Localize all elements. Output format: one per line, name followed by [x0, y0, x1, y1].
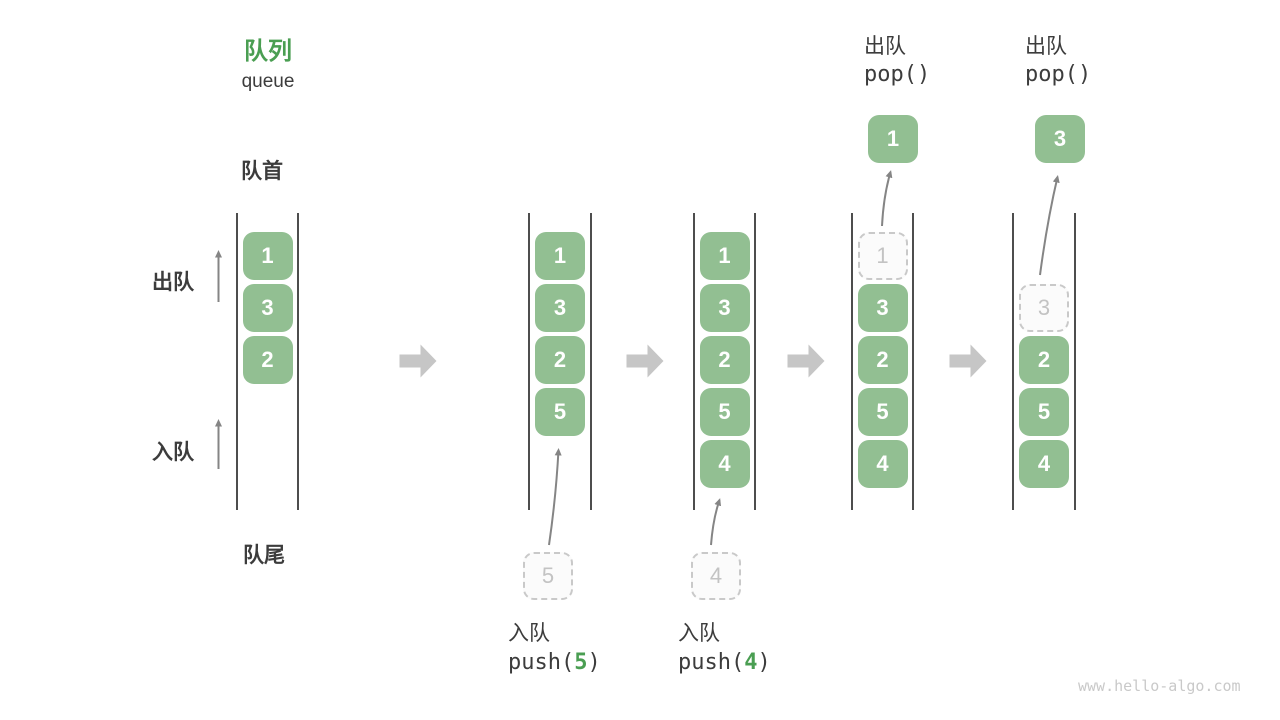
queue-cell: 2 — [699, 336, 750, 384]
label-queue-front: 队首 — [241, 160, 283, 183]
stage-transition-arrow-icon — [787, 344, 825, 378]
queue-cell: 3 — [242, 284, 293, 332]
code-suffix: ) — [587, 650, 601, 675]
queue-wall-left — [528, 213, 531, 510]
pop-3-arrow-icon — [1039, 175, 1060, 276]
queue-cell: 5 — [1019, 388, 1069, 436]
watermark: www.hello-algo.com — [1078, 677, 1241, 695]
op-label-zh: 出队 — [864, 35, 906, 58]
staging-cell: 5 — [523, 552, 573, 600]
op-label-code: pop() — [1025, 62, 1092, 87]
op-label-code: push(4) — [678, 650, 771, 675]
code-arg: 4 — [744, 650, 758, 675]
queue-wall-right — [589, 213, 592, 510]
queue-cell: 4 — [857, 440, 908, 488]
page-subtitle: queue — [241, 71, 295, 92]
label-queue-rear: 队尾 — [243, 544, 285, 567]
code-prefix: push( — [508, 650, 575, 675]
popped-cell: 3 — [1035, 115, 1085, 163]
queue-wall-left — [850, 213, 853, 510]
queue-wall-left — [1012, 213, 1015, 510]
queue-wall-right — [297, 213, 300, 510]
queue-cell: 5 — [699, 388, 750, 436]
stage-transition-arrow-icon — [626, 344, 664, 378]
queue-wall-left — [692, 213, 695, 510]
queue-cell-ghost: 1 — [857, 232, 908, 280]
push-5-arrow-icon — [548, 448, 562, 546]
op-label-code: pop() — [864, 62, 931, 87]
queue-cell: 5 — [535, 388, 585, 436]
queue-wall-left — [235, 213, 238, 510]
queue-cell: 4 — [1019, 440, 1069, 488]
queue-cell: 1 — [535, 232, 585, 280]
queue-wall-right — [754, 213, 757, 510]
op-label-zh: 出队 — [1025, 35, 1067, 58]
queue-wall-right — [912, 213, 915, 510]
label-enqueue: 入队 — [152, 441, 194, 464]
queue-cell: 4 — [699, 440, 750, 488]
queue-cell: 2 — [242, 336, 293, 384]
op-label-zh: 入队 — [508, 622, 550, 645]
queue-cell: 5 — [857, 388, 908, 436]
queue-cell-ghost: 3 — [1019, 284, 1069, 332]
stage-transition-arrow-icon — [399, 344, 437, 378]
popped-cell: 1 — [868, 115, 918, 163]
queue-cell: 2 — [857, 336, 908, 384]
op-label-code: push(5) — [508, 650, 601, 675]
label-dequeue: 出队 — [152, 271, 194, 294]
queue-cell: 3 — [857, 284, 908, 332]
page-title: 队列 — [244, 38, 292, 65]
queue-cell: 3 — [535, 284, 585, 332]
op-label-zh: 入队 — [678, 622, 720, 645]
code-suffix: ) — [757, 650, 771, 675]
queue-cell: 3 — [699, 284, 750, 332]
queue-cell: 2 — [535, 336, 585, 384]
push-4-arrow-icon — [710, 498, 722, 546]
queue-cell: 2 — [1019, 336, 1069, 384]
code-prefix: push( — [678, 650, 745, 675]
staging-cell: 4 — [691, 552, 741, 600]
stage-transition-arrow-icon — [949, 344, 987, 378]
code-arg: 5 — [574, 650, 588, 675]
pop-1-arrow-icon — [881, 170, 893, 227]
queue-cell: 1 — [242, 232, 293, 280]
queue-cell: 1 — [699, 232, 750, 280]
queue-wall-right — [1073, 213, 1076, 510]
